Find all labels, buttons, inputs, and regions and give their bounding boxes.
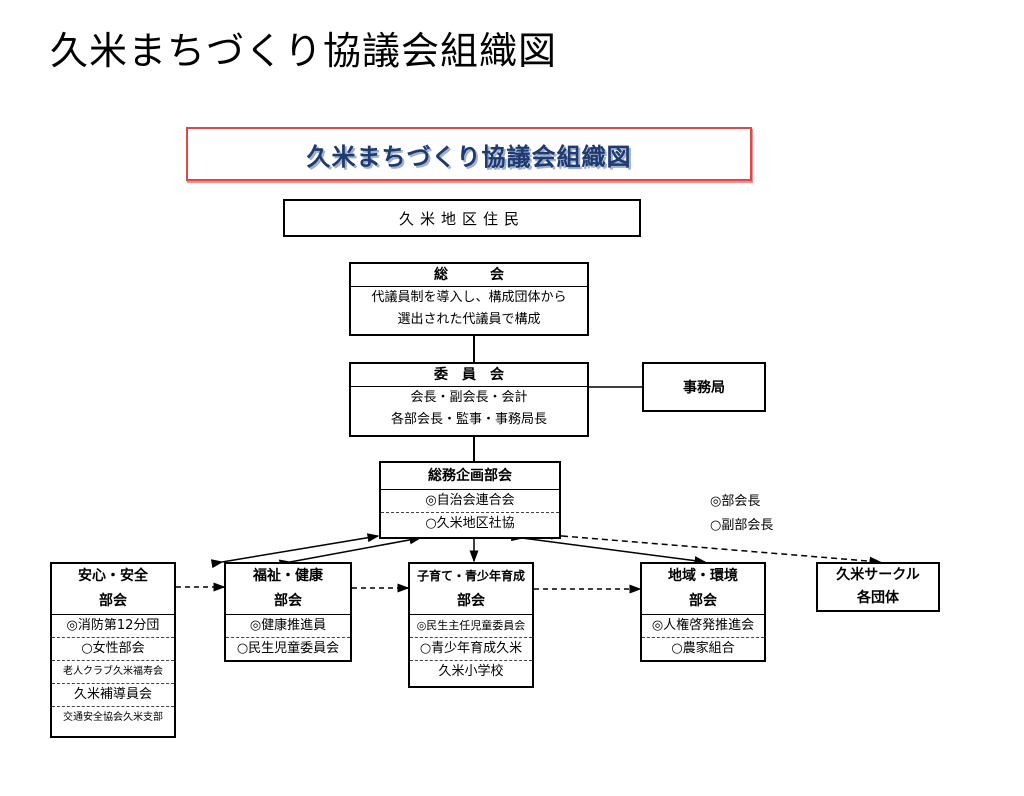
circle-groups-line: 久米サークル xyxy=(836,567,920,583)
legend: ◎部会長 ○副部会長 xyxy=(710,490,773,538)
legend-item-vice-chair: ○副部会長 xyxy=(710,518,774,533)
division-title: 部会 xyxy=(274,593,302,609)
residents-box: 久米地区住民 xyxy=(283,199,641,237)
general-affairs-box: 総務企画部会 ◎自治会連合会 ○久米地区社協 xyxy=(379,461,561,539)
division-title: 子育て・青少年育成 xyxy=(416,569,525,583)
page-title: 久米まちづくり協議会組織図 xyxy=(50,29,558,73)
division-member: ○農家組合 xyxy=(671,641,735,656)
general-assembly-title: 総 会 xyxy=(434,267,504,283)
division-box-welfare: 福祉・健康 部会 ◎健康推進員 ○民生児童委員会 xyxy=(224,562,352,662)
division-member: 久米補導員会 xyxy=(73,687,152,702)
committee-line: 各部会長・監事・事務局長 xyxy=(390,412,547,427)
committee-title: 委 員 会 xyxy=(434,367,504,383)
circle-groups-box: 久米サークル 各団体 xyxy=(816,562,940,612)
division-member: ◎民生主任児童委員会 xyxy=(416,619,526,632)
division-box-youth: 子育て・青少年育成 部会 ◎民生主任児童委員会 ○青少年育成久米 久米小学校 xyxy=(408,562,534,688)
general-assembly-box: 総 会 代議員制を導入し、構成団体から 選出された代議員で構成 xyxy=(349,262,589,336)
division-member: ◎健康推進員 xyxy=(249,618,327,633)
division-member: 老人クラブ久米福寿会 xyxy=(63,666,163,677)
arrow-general-division4 xyxy=(511,532,707,566)
general-assembly-line: 代議員制を導入し、構成団体から xyxy=(371,290,567,305)
banner-title: 久米まちづくり協議会組織図 xyxy=(306,142,632,171)
arrow-general-division2 xyxy=(278,535,422,569)
division-title: 安心・安全 xyxy=(78,568,148,584)
division-title: 地域・環境 xyxy=(668,568,738,584)
circle-groups-line: 各団体 xyxy=(857,590,899,606)
committee-line: 会長・副会長・会計 xyxy=(410,390,528,405)
division-member: 久米小学校 xyxy=(438,664,504,679)
division-title: 部会 xyxy=(689,593,717,609)
committee-box: 委 員 会 会長・副会長・会計 各部会長・監事・事務局長 xyxy=(349,362,589,437)
division-box-safety: 安心・安全 部会 ◎消防第12分団 ○女性部会 老人クラブ久米福寿会 久米補導員… xyxy=(50,562,176,738)
division-title: 部会 xyxy=(99,593,127,609)
arrow-general-circle xyxy=(551,530,882,566)
division-box-environment: 地域・環境 部会 ◎人権啓発推進会 ○農家組合 xyxy=(640,562,766,662)
secretariat-label: 事務局 xyxy=(683,380,725,396)
legend-item-chair: ◎部会長 xyxy=(710,494,761,509)
secretariat-box: 事務局 xyxy=(642,362,766,412)
division-member: 交通安全協会久米支部 xyxy=(63,712,163,723)
diagram-banner: 久米まちづくり協議会組織図 xyxy=(186,127,752,181)
general-affairs-member: ○久米地区社協 xyxy=(425,516,515,531)
division-title: 福祉・健康 xyxy=(253,568,323,584)
division-member: ○女性部会 xyxy=(81,641,145,656)
general-assembly-line: 選出された代議員で構成 xyxy=(397,312,541,327)
general-affairs-member: ◎自治会連合会 xyxy=(425,493,515,508)
general-affairs-title: 総務企画部会 xyxy=(428,468,512,484)
division-member: ◎人権啓発推進会 xyxy=(651,618,755,633)
division-member: ○民生児童委員会 xyxy=(236,641,340,656)
division-member: ○青少年育成久米 xyxy=(419,641,523,656)
arrow-general-division1 xyxy=(210,533,380,569)
division-title: 部会 xyxy=(457,593,485,609)
division-member: ◎消防第12分団 xyxy=(66,618,160,633)
